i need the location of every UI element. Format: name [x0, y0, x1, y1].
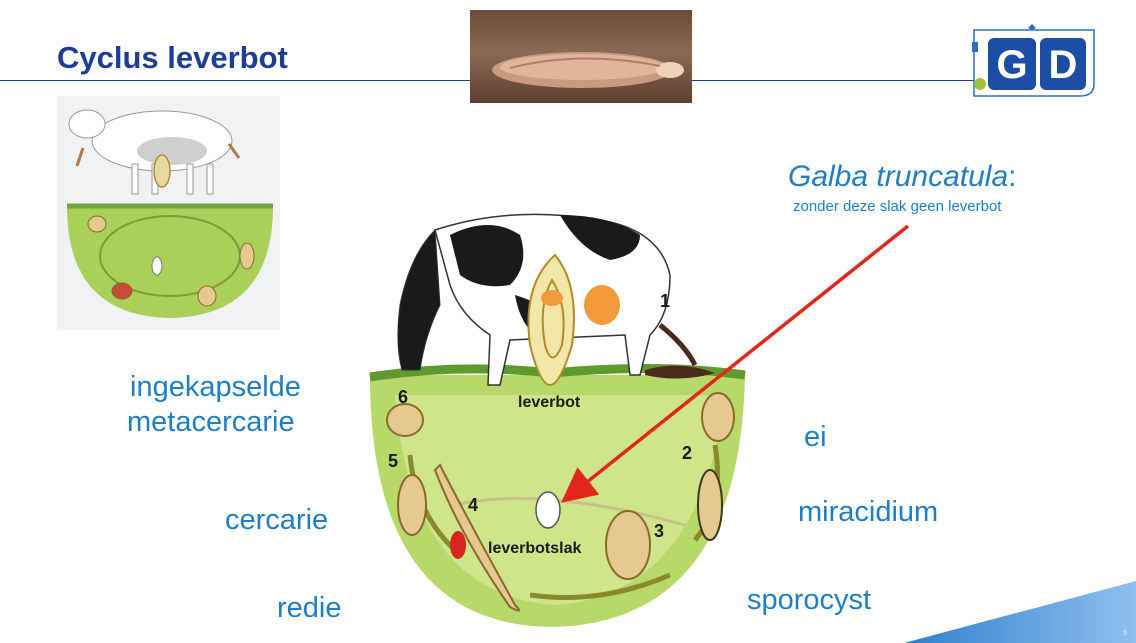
label-miracidium: miracidium — [798, 495, 938, 529]
label-ingekapselde: ingekapselde — [130, 370, 301, 404]
label-metacercarie: metacercarie — [127, 405, 295, 439]
corner-decoration — [904, 573, 1136, 643]
label-sporocyst: sporocyst — [747, 583, 871, 617]
species-name: Galba truncatula — [788, 160, 1008, 193]
label-cercarie: cercarie — [225, 503, 328, 537]
species-note: zonder deze slak geen leverbot — [793, 198, 1001, 215]
label-ei: ei — [804, 420, 827, 454]
slide-page-number: 5 — [1123, 630, 1127, 637]
label-redie: redie — [277, 591, 342, 625]
species-colon: : — [1008, 160, 1016, 193]
species-heading: Galba truncatula: — [788, 160, 1016, 194]
